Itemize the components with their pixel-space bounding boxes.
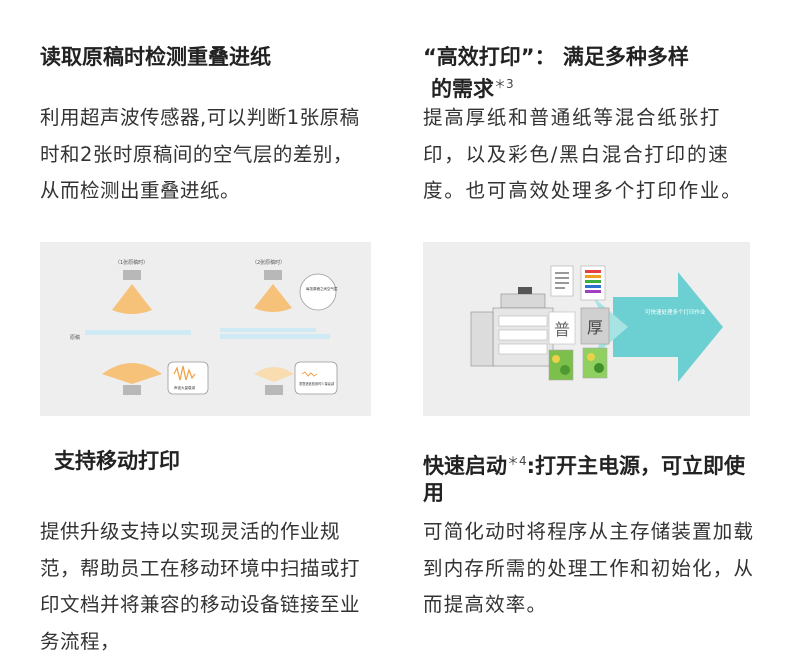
wave-strong bbox=[173, 365, 196, 381]
detect-title: 读取原稿时检测重叠进纸 bbox=[40, 45, 271, 69]
printer-panel bbox=[518, 287, 532, 294]
bubble-top bbox=[299, 273, 337, 311]
label-two-sheet: （2张原稿时） bbox=[252, 259, 285, 266]
efficient-title-line2: 的需求 bbox=[431, 77, 494, 101]
mobile-body: 提供升级支持以实现灵活的作业规范，帮助员工在移动环境中扫描或打印文档并将兼容的移… bbox=[40, 520, 361, 653]
bubble-bottom-left-text: 声波大量衰减 bbox=[174, 385, 195, 390]
label-plain: 普 bbox=[554, 320, 570, 339]
paper-right-1 bbox=[220, 328, 316, 332]
label-one-sheet: （1张原稿时） bbox=[115, 259, 148, 266]
efficient-title-sup: ＊3 bbox=[494, 77, 514, 91]
doc-text bbox=[550, 265, 574, 297]
ultrasonic-diagram: （1张原稿时） （2张原稿时） 每张原稿之间空气层 原稿 声波大量衰减 重叠进纸… bbox=[70, 259, 338, 395]
printer-tray-1 bbox=[498, 315, 548, 327]
wave-weak bbox=[301, 371, 318, 377]
printer-finisher bbox=[470, 311, 494, 367]
cone-top-left bbox=[112, 284, 152, 314]
printing-figure: 可快速处理多个打印作业 普 厚 bbox=[423, 242, 750, 416]
label-paper: 原稿 bbox=[70, 334, 80, 341]
detect-body: 利用超声波传感器,可以判断1张原稿时和2张时原稿间的空气层的差别，从而检测出重叠… bbox=[40, 106, 360, 202]
sensor-top-right bbox=[264, 270, 282, 280]
arrow-text: 可快速处理多个打印作业 bbox=[645, 308, 706, 316]
printer-top bbox=[500, 293, 546, 309]
printing-diagram: 可快速处理多个打印作业 普 厚 bbox=[470, 265, 723, 382]
bubble-top-text: 每张原稿之间空气层 bbox=[306, 286, 338, 291]
efficient-body: 提高厚纸和普通纸等混合纸张打印，以及彩色/黑白混合打印的速度。也可高效处理多个打… bbox=[423, 106, 743, 202]
sensor-top-left bbox=[123, 270, 141, 280]
quickstart-title: 快速启动＊4:打开主电源，可立即使用 bbox=[423, 448, 758, 507]
quickstart-title-part2: :打开主电源，可立即使用 bbox=[423, 454, 746, 505]
mobile-title: 支持移动打印 bbox=[54, 449, 180, 473]
cone-top-right bbox=[254, 284, 292, 312]
printer-tray-2 bbox=[498, 329, 548, 341]
label-thick: 厚 bbox=[587, 318, 603, 337]
quickstart-title-part1: 快速启动 bbox=[423, 454, 507, 478]
cone-bottom-right bbox=[254, 367, 294, 382]
paper-right-2 bbox=[220, 334, 330, 339]
ultrasonic-figure: （1张原稿时） （2张原稿时） 每张原稿之间空气层 原稿 声波大量衰减 重叠进纸… bbox=[40, 242, 371, 416]
arrow-shape bbox=[613, 272, 723, 382]
doc-plain bbox=[548, 311, 576, 345]
sensor-bottom-left bbox=[123, 385, 141, 395]
doc-thick bbox=[580, 307, 610, 345]
quickstart-title-sup: ＊4 bbox=[507, 454, 527, 468]
printer-tray-3 bbox=[498, 343, 548, 355]
bubble-bottom-right-text: 重叠进纸检测时少量衰减 bbox=[299, 381, 335, 386]
doc-photo-mixed bbox=[582, 347, 608, 379]
cone-bottom-left bbox=[102, 363, 162, 384]
efficient-title: “高效打印”： 满足多种多样 的需求＊3 bbox=[423, 44, 753, 103]
efficient-title-line1: “高效打印”： 满足多种多样 bbox=[423, 45, 689, 69]
sensor-bottom-right bbox=[265, 385, 283, 395]
efficient-title-line2-wrap: 的需求＊3 bbox=[423, 71, 753, 103]
quickstart-body: 可简化动时将程序从主存储装置加载到内存所需的处理工作和初始化，从而提高效率。 bbox=[423, 520, 755, 616]
doc-photo-color bbox=[548, 349, 574, 381]
paper-left bbox=[85, 330, 191, 335]
bubble-bottom-right bbox=[294, 361, 338, 395]
